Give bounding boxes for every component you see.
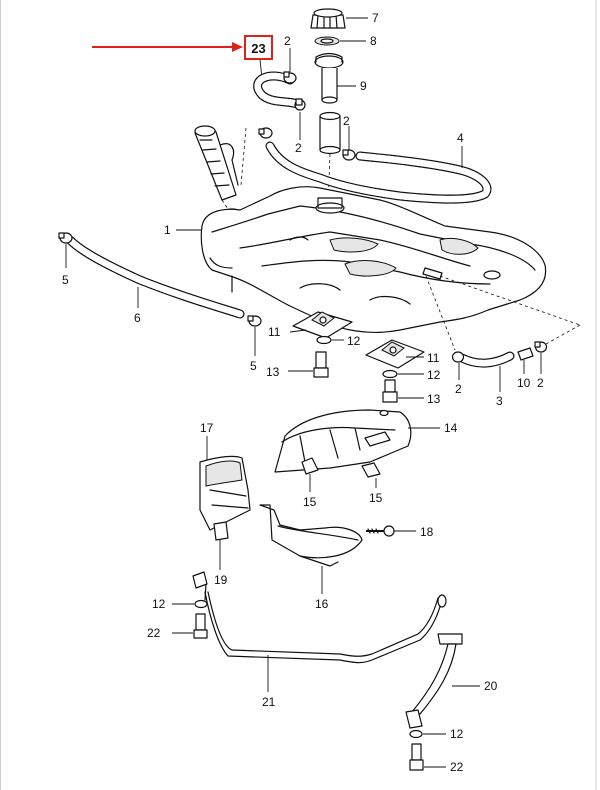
part-4-hose	[265, 141, 492, 204]
clip-15-left	[301, 457, 319, 492]
clamp-2-tank-right	[342, 126, 356, 161]
callout-21: 21	[262, 695, 276, 709]
callout-2-lower-a: 2	[455, 382, 462, 396]
mount-11-right	[365, 339, 425, 369]
part-17-guard	[199, 436, 251, 531]
part-3-hose	[457, 351, 515, 392]
part-6-hose	[65, 235, 245, 319]
washer-12-left	[316, 335, 344, 345]
callout-13-right: 13	[427, 392, 441, 406]
callout-1: 1	[164, 223, 171, 237]
callout-15-right: 15	[369, 491, 383, 505]
clamp-2-mid	[294, 98, 306, 140]
clamp-2-right-b	[534, 341, 548, 374]
bolt-22-strap-left	[172, 613, 208, 639]
washer-12-strap-left	[172, 599, 208, 609]
part-21-strap	[192, 571, 447, 692]
callout-5-left: 5	[62, 273, 69, 287]
callout-2-top: 2	[284, 34, 291, 48]
part-10-tube	[517, 347, 534, 374]
callout-12-left: 12	[347, 334, 361, 348]
bolt-22-strap-right	[409, 743, 446, 771]
callout-11-right: 11	[427, 351, 440, 365]
clamp-2-right-a	[451, 351, 465, 380]
bolt-13-left	[288, 351, 329, 378]
highlight-marker: 23	[92, 35, 273, 60]
callout-2-mid: 2	[295, 141, 302, 155]
highlight-arrow-head	[232, 42, 243, 52]
callout-16: 16	[315, 597, 329, 611]
part-23-vent-hose	[253, 59, 305, 110]
callout-6: 6	[134, 311, 141, 325]
clamp-2-top-left	[283, 48, 297, 84]
callout-14: 14	[444, 421, 458, 435]
callout-5-right: 5	[250, 359, 257, 373]
clamp-2-tank-left	[240, 127, 273, 186]
callout-3: 3	[496, 394, 503, 408]
highlight-box	[244, 35, 273, 60]
callout-20: 20	[484, 679, 498, 693]
part-7-cap	[310, 8, 368, 29]
part-9-sender	[314, 52, 356, 206]
washer-12-right	[382, 369, 424, 379]
part-14-shield	[274, 409, 440, 473]
clip-19	[213, 521, 229, 570]
callout-17: 17	[200, 421, 214, 435]
callout-7: 7	[372, 11, 379, 25]
part-20-strap	[405, 633, 480, 729]
washer-12-strap-right	[409, 729, 446, 739]
clamp-5-right	[247, 315, 262, 356]
screw-18	[366, 525, 416, 537]
part-8-seal	[314, 36, 366, 46]
callout-15-left: 15	[303, 495, 317, 509]
callout-13-left: 13	[266, 365, 280, 379]
callout-9: 9	[360, 79, 367, 93]
bolt-13-right	[382, 379, 424, 403]
tank-fittings-right	[422, 267, 581, 351]
callout-11-left: 11	[268, 325, 281, 339]
part-16-guard	[259, 504, 363, 594]
callout-2-lower-b: 2	[537, 376, 544, 390]
callout-19: 19	[214, 573, 228, 587]
callout-22-left: 22	[147, 626, 161, 640]
part-1-fuel-tank	[176, 186, 547, 333]
clamp-5-left	[58, 232, 73, 268]
callout-22-right: 22	[450, 760, 464, 774]
callout-18: 18	[420, 525, 434, 539]
filler-neck	[194, 125, 243, 220]
callout-12-right: 12	[427, 368, 441, 382]
callout-4: 4	[457, 131, 464, 145]
callout-12-strap-right: 12	[450, 727, 464, 741]
mount-11-left	[289, 311, 353, 339]
callout-labels: 7 8 2 9 2 2 4 1 5 6 5 11 12 13 11 12 13 …	[62, 11, 544, 774]
callout-23: 23	[251, 41, 265, 56]
callout-12-strap-left: 12	[152, 597, 166, 611]
callout-10: 10	[517, 376, 531, 390]
callout-2-right: 2	[343, 114, 350, 128]
callout-8: 8	[370, 34, 377, 48]
clip-15-right	[361, 462, 381, 488]
